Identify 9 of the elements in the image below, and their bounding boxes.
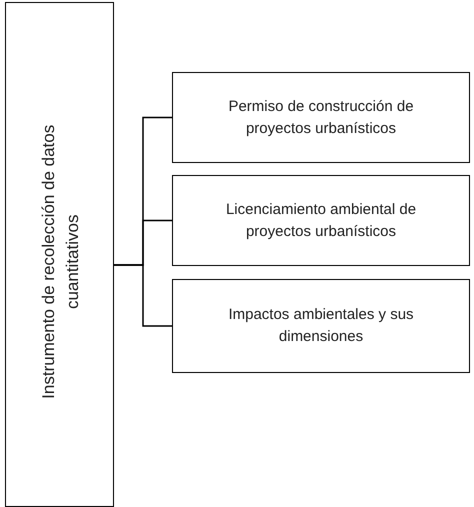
connector-line bbox=[114, 264, 172, 327]
item-box bbox=[172, 72, 470, 163]
node-label: Instrumento de recolección de datos cuantitativos bbox=[38, 124, 82, 401]
node-label: Permiso de construcción de proyectos urbanísticos bbox=[227, 96, 415, 138]
item-box bbox=[172, 175, 470, 266]
category-box bbox=[5, 2, 114, 507]
node-label: Impactos ambientales y sus dimensiones bbox=[227, 305, 415, 347]
node-label: Licenciamiento ambiental de proyectos urbanísticos bbox=[224, 200, 418, 242]
item-box bbox=[172, 279, 470, 373]
